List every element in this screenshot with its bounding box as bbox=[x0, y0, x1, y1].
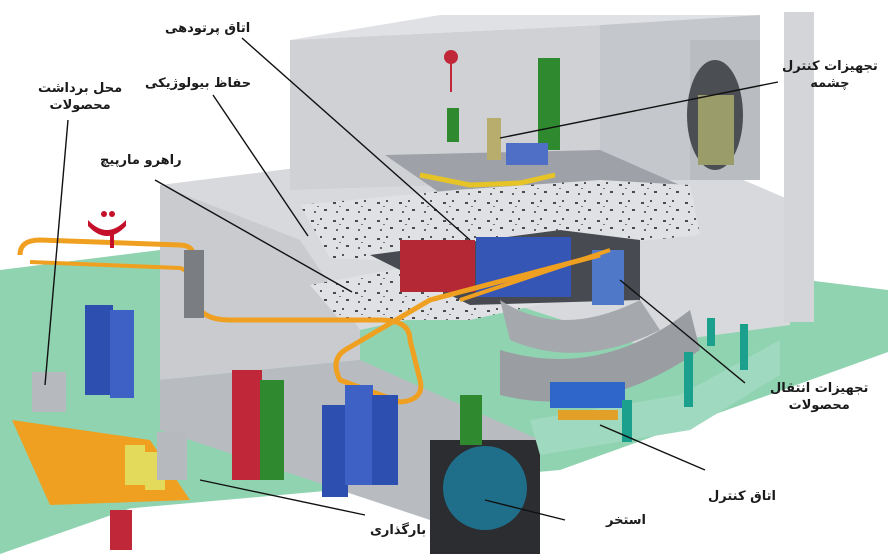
label-product-unloading-line2: محصولات bbox=[49, 98, 111, 113]
control-panel-teal-4 bbox=[740, 324, 748, 370]
label-pool: استخر bbox=[606, 513, 647, 528]
pool-water bbox=[443, 446, 527, 530]
spiral-passage-1 bbox=[500, 300, 660, 353]
upper-rail bbox=[419, 172, 556, 188]
label-product-transfer-line1: تجهیزات انتقال bbox=[770, 381, 869, 396]
rack-blue-5 bbox=[372, 395, 398, 485]
chimney bbox=[784, 12, 814, 322]
rack-blue-2 bbox=[110, 310, 134, 398]
control-room-floor bbox=[530, 340, 780, 455]
leader-biological-shield bbox=[212, 94, 309, 237]
leader-pool bbox=[484, 499, 566, 521]
label-loading: بارگذاری bbox=[370, 523, 427, 538]
leader-spiral-passage bbox=[154, 179, 353, 293]
label-product-transfer-line2: محصولات bbox=[788, 398, 850, 413]
leader-loading bbox=[199, 479, 366, 516]
label-product-transfer: تجهیزات انتقال محصولات bbox=[770, 380, 868, 414]
conveyor-track-3 bbox=[459, 248, 611, 302]
label-source-control-line2: چشمه bbox=[810, 76, 850, 91]
unloading-unit bbox=[32, 372, 66, 412]
control-chair-row bbox=[558, 410, 618, 420]
label-control-room: اتاق کنترل bbox=[708, 489, 776, 504]
rack-green-1 bbox=[260, 380, 284, 480]
label-operations-room: اتاق پرتودهی bbox=[165, 21, 251, 36]
building-front-door bbox=[460, 395, 482, 445]
label-product-unloading-line1: محل برداشت bbox=[38, 81, 123, 96]
loading-box-1 bbox=[125, 445, 145, 485]
rack-blue-3 bbox=[322, 405, 348, 497]
source-tank bbox=[487, 118, 501, 160]
rack-red-1 bbox=[232, 370, 262, 480]
control-panel-teal-1 bbox=[622, 400, 632, 442]
spiral-passage-2 bbox=[500, 310, 700, 402]
label-biological-shield: حفاظ بیولوژیکی bbox=[145, 76, 252, 91]
brand-logo-icon bbox=[88, 211, 126, 248]
building-side-door bbox=[184, 250, 204, 318]
conveyor-track bbox=[17, 237, 601, 405]
upper-room-top bbox=[290, 15, 760, 40]
control-cabinet-blue bbox=[506, 143, 548, 165]
upper-room-door bbox=[538, 58, 560, 150]
label-source-control-line1: تجهیزات کنترل bbox=[782, 59, 878, 74]
control-panel-teal-3 bbox=[707, 318, 715, 346]
leader-product-unloading bbox=[44, 119, 69, 386]
control-panel-teal-2 bbox=[684, 352, 693, 407]
label-source-control: تجهیزات کنترل چشمه bbox=[782, 58, 878, 92]
cutaway-equipment bbox=[698, 95, 734, 165]
chamber-rack-blue-2 bbox=[592, 250, 624, 305]
leader-operations-room bbox=[241, 37, 471, 241]
chamber-rack-red bbox=[400, 240, 475, 292]
label-spiral-passage: راهرو مارپیچ bbox=[100, 153, 182, 168]
loading-red-frame bbox=[110, 510, 132, 550]
leader-control-room bbox=[599, 424, 706, 471]
leader-product-transfer bbox=[619, 279, 746, 384]
upper-room-small-door bbox=[447, 108, 459, 142]
leader-source-control bbox=[499, 81, 779, 139]
leader-lines bbox=[44, 37, 779, 521]
rack-blue-4 bbox=[345, 385, 373, 485]
loading-unit-grey bbox=[157, 432, 187, 480]
crane-hook bbox=[444, 50, 458, 64]
control-desk bbox=[550, 382, 625, 408]
label-product-unloading: محل برداشت محصولات bbox=[38, 80, 122, 114]
rack-blue-1 bbox=[85, 305, 113, 395]
